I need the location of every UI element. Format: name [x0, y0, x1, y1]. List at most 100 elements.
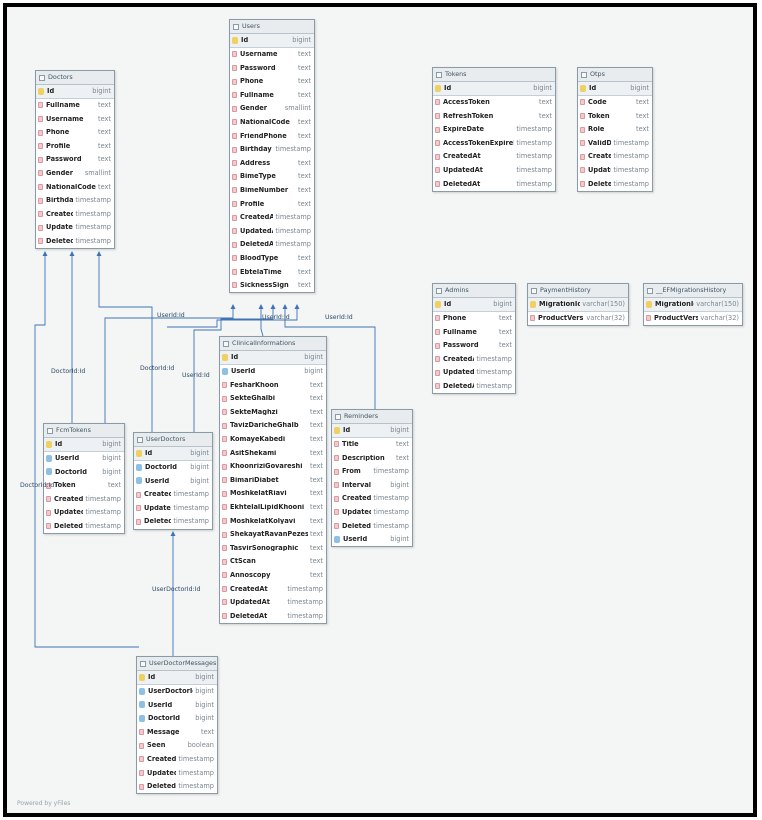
column-row[interactable]: ProductVersionvarchar(32) — [644, 312, 742, 326]
relation-r1[interactable] — [104, 304, 236, 429]
table-header[interactable]: UserDoctorMessages — [137, 657, 217, 671]
relation-r9[interactable] — [170, 531, 176, 656]
column-row[interactable]: ProductVersionvarchar(32) — [528, 312, 628, 326]
column-row[interactable]: ValidDatetimestamp — [578, 136, 652, 150]
relation-r7[interactable] — [69, 251, 75, 429]
relation-r3[interactable] — [193, 304, 276, 439]
column-row[interactable]: AccessTokenExpireDatetimestamp — [433, 136, 555, 150]
table-header[interactable]: Reminders — [332, 410, 412, 424]
table-header[interactable]: Admins — [433, 284, 515, 298]
relation-r5[interactable] — [167, 304, 300, 328]
relation-line[interactable] — [167, 308, 298, 328]
column-row[interactable]: ShekayatRavanPezeshkitext — [220, 528, 326, 542]
table-header[interactable]: Tokens — [433, 68, 555, 82]
table-header[interactable]: Users — [230, 20, 314, 34]
relation-line[interactable] — [284, 308, 376, 415]
relation-r8[interactable] — [96, 251, 153, 439]
relation-r4[interactable] — [282, 304, 376, 415]
relation-line[interactable] — [104, 308, 234, 429]
relation-r6[interactable] — [34, 251, 139, 648]
relation-line[interactable] — [260, 308, 264, 337]
table-header[interactable]: ClinicalInformations — [220, 337, 326, 351]
table-header[interactable]: PaymentHistory — [528, 284, 628, 298]
